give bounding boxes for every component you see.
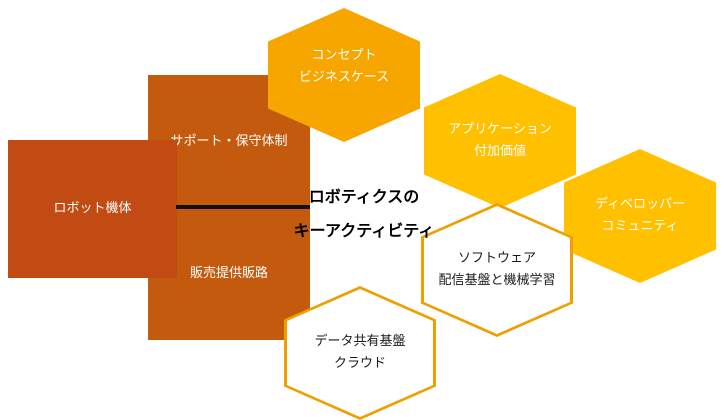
block-support-label-line1: サポート・保守体制 xyxy=(170,133,288,149)
hexagon-application-label-line2: 付加価値 xyxy=(473,144,526,159)
hexagon-data-sharing-cloud: データ共有基盤 クラウド xyxy=(284,286,436,420)
hexagon-software-label-line1: ソフトウェア xyxy=(457,251,536,266)
block-support-label: サポート・保守体制 xyxy=(170,131,287,153)
block-robot-label: ロボット機体 xyxy=(53,198,131,220)
hexagon-software-label: ソフトウェア 配信基盤と機械学習 xyxy=(438,248,555,292)
block-robot-label-line1: ロボット機体 xyxy=(53,201,132,216)
center-title-line1: ロボティクスの xyxy=(308,187,420,206)
hexagon-developer-label-line2: コミュニティ xyxy=(601,219,679,234)
hexagon-concept-label-line1: コンセプト xyxy=(311,48,377,63)
hexagon-software-label-line2: 配信基盤と機械学習 xyxy=(438,273,556,288)
hexagon-datacloud-label-line1: データ共有基盤 xyxy=(314,334,406,349)
hexagon-datacloud-inner xyxy=(287,289,433,417)
divider-line xyxy=(176,205,310,209)
hexagon-application-label: アプリケーション 付加価値 xyxy=(448,119,552,163)
hexagon-software-platform-ml: ソフトウェア 配信基盤と機械学習 xyxy=(421,203,573,337)
center-title-line2: キーアクティビティ xyxy=(293,221,435,240)
hexagon-datacloud-label-line2: クラウド xyxy=(333,356,386,371)
hexagon-datacloud-label: データ共有基盤 クラウド xyxy=(314,331,405,375)
block-robot-body: ロボット機体 xyxy=(8,140,177,278)
block-sales-label: 販売提供販路 xyxy=(190,263,268,285)
hexagon-developer-community: ディベロッパー コミュニティ xyxy=(564,149,716,283)
hexagon-application-value: アプリケーション 付加価値 xyxy=(424,74,576,208)
block-sales-label-line1: 販売提供販路 xyxy=(189,266,268,281)
hexagon-concept-business-case: コンセプト ビジネスケース xyxy=(268,8,420,142)
hexagon-concept-label-line2: ビジネスケース xyxy=(298,70,390,85)
hexagon-developer-label-line1: ディベロッパー xyxy=(594,197,686,212)
center-title: ロボティクスの キーアクティビティ xyxy=(285,180,443,248)
hexagon-concept-label: コンセプト ビジネスケース xyxy=(299,45,389,89)
hexagon-application-label-line1: アプリケーション xyxy=(448,122,552,137)
hexagon-developer-label: ディベロッパー コミュニティ xyxy=(595,194,685,238)
